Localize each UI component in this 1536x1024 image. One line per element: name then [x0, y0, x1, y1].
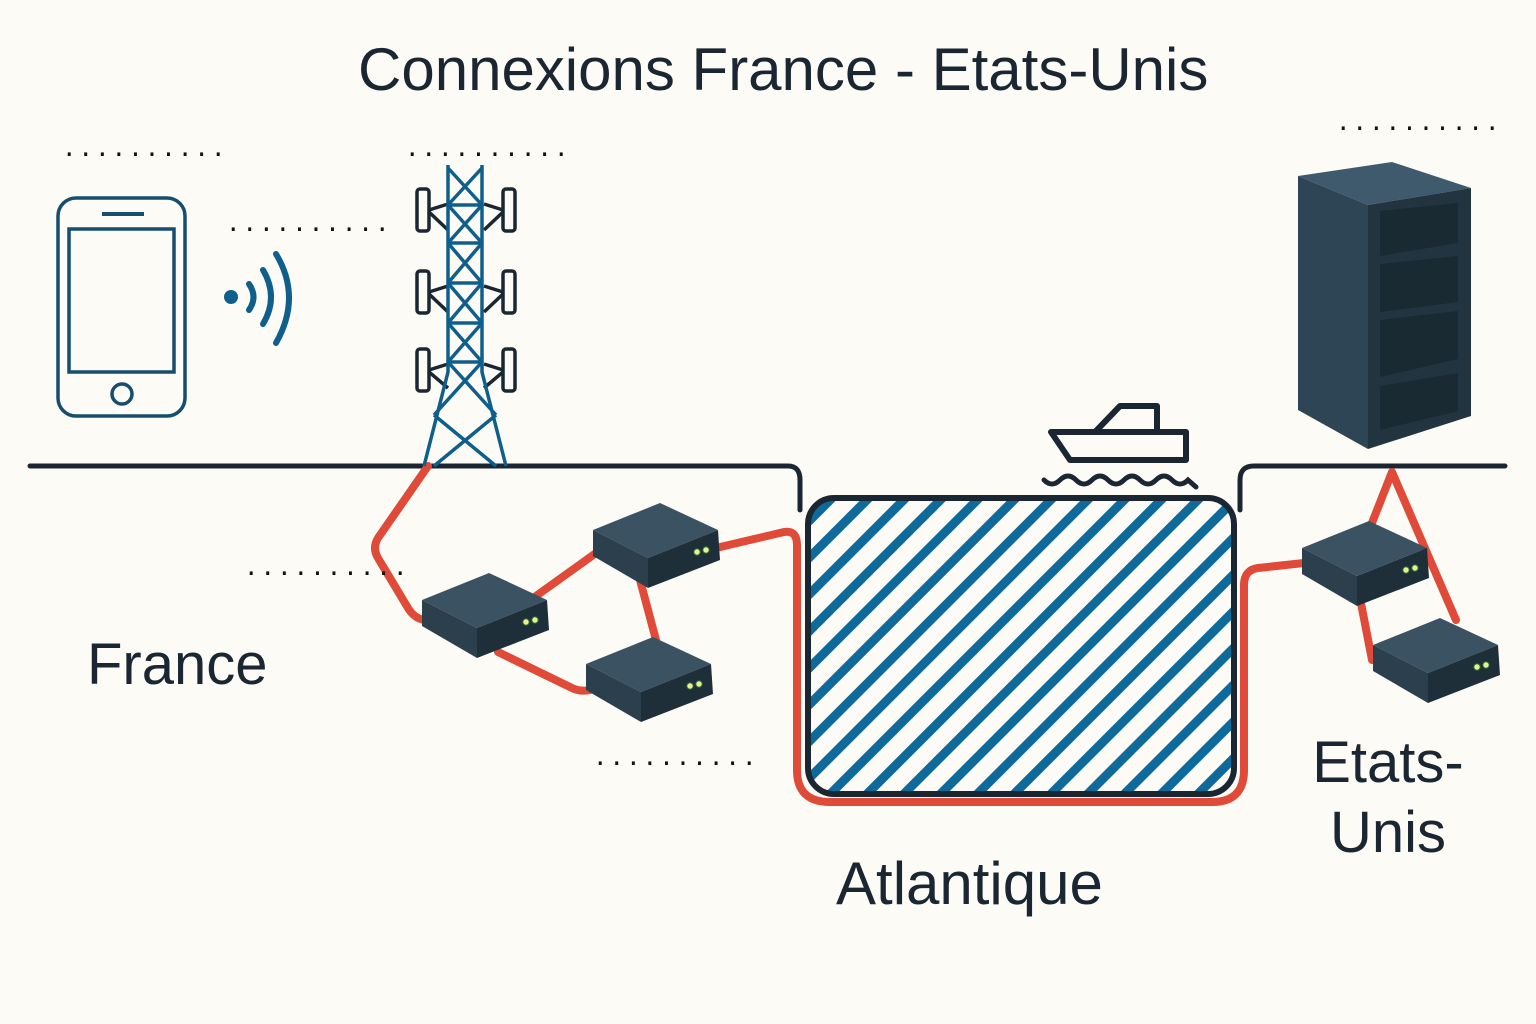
status-led [1402, 566, 1410, 574]
server-rack-icon [1298, 162, 1471, 449]
status-led [695, 680, 703, 688]
status-led [1473, 663, 1481, 671]
diagram-title: Connexions France - Etats-Unis [358, 36, 1209, 103]
status-led [1482, 661, 1490, 669]
placeholder-routers-left: .......... [244, 553, 410, 581]
ground-line [27, 463, 1508, 513]
router-face [422, 600, 477, 658]
router-face [1302, 521, 1427, 576]
status-led [693, 548, 701, 556]
router-face [641, 664, 713, 722]
smartphone-icon [56, 196, 187, 418]
router-face [1373, 618, 1498, 673]
placeholder-routers-bottom: .......... [593, 743, 759, 771]
submarine-cable [712, 527, 1308, 806]
region-label-us-line1: Etats- [1312, 730, 1464, 795]
router-face [648, 530, 720, 588]
router-face [477, 600, 549, 658]
router-face [422, 573, 547, 628]
router-icon [593, 503, 720, 588]
region-label-atlantic: Atlantique [836, 850, 1103, 917]
status-led [1411, 564, 1419, 572]
router-face [1373, 645, 1428, 703]
router-icon [422, 573, 549, 658]
router-icon [1302, 521, 1429, 606]
router-face [586, 664, 641, 722]
router-face [1302, 548, 1357, 606]
router-icon [586, 637, 713, 722]
status-led [522, 618, 530, 626]
placeholder-phone: .......... [62, 134, 228, 162]
router-icon [1373, 618, 1500, 703]
placeholder-tower: .......... [405, 134, 571, 162]
router-face [593, 503, 718, 558]
router-face [586, 637, 711, 692]
us-links [1356, 468, 1460, 664]
status-led [702, 546, 710, 554]
waves-icon [1041, 473, 1199, 490]
status-led [531, 616, 539, 624]
router-face [593, 530, 648, 588]
placeholder-datacenter: .......... [1336, 108, 1502, 136]
router-face [1357, 548, 1429, 606]
boat-icon [1048, 403, 1189, 463]
wifi-signal-icon [224, 251, 292, 346]
router-face [1428, 645, 1500, 703]
ocean-region [805, 495, 1237, 797]
placeholder-wireless: .......... [226, 209, 392, 237]
region-label-united-states: Etats- Unis [1293, 728, 1483, 868]
region-label-france: France [87, 632, 268, 697]
antenna-tower-icon [415, 165, 517, 468]
status-led [686, 682, 694, 690]
region-label-us-line2: Unis [1329, 800, 1447, 865]
